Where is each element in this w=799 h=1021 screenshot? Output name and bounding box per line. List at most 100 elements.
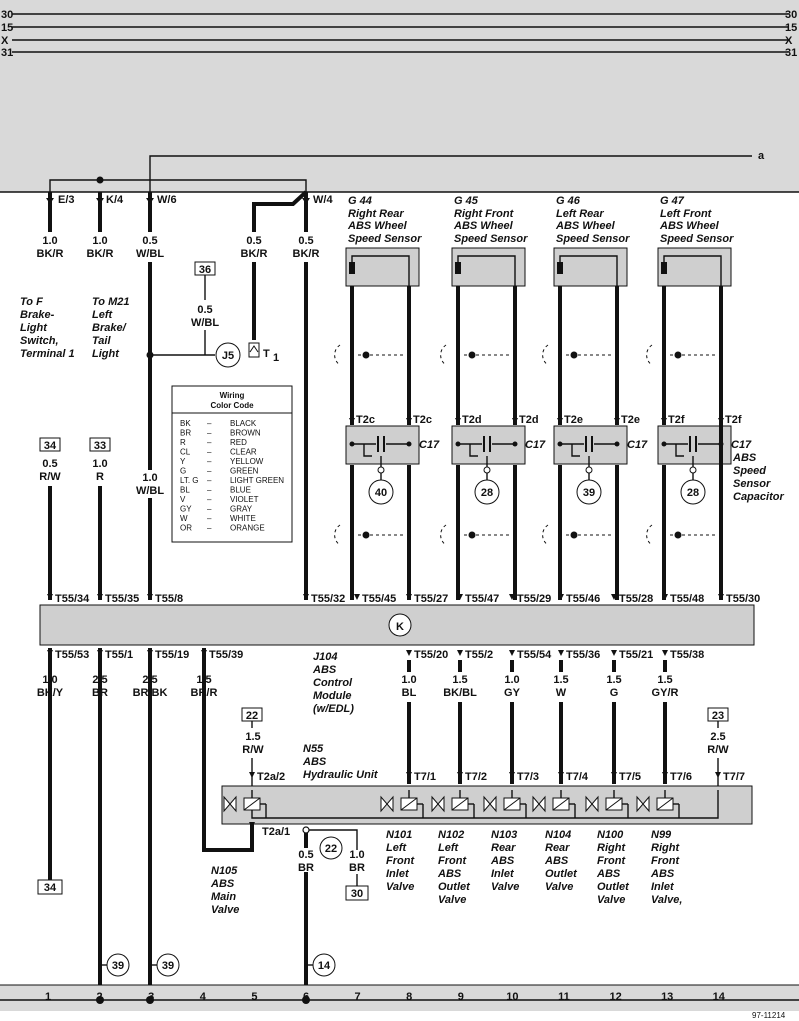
right-wire-color: GY <box>504 687 521 699</box>
legend-title2: Color Code <box>210 401 254 410</box>
cap-ground <box>363 444 372 457</box>
gw1-color: BR <box>298 862 314 874</box>
sensor-line1: Left Front <box>660 208 713 220</box>
pin-arrow <box>354 594 360 600</box>
cap-tap <box>585 466 593 474</box>
cap-tap <box>483 466 491 474</box>
module-bot-pin: T55/1 <box>105 649 133 661</box>
module-top-pin: T55/29 <box>517 593 551 605</box>
solenoid-diag <box>243 797 261 811</box>
valve-icon <box>483 795 497 813</box>
hyd-pin-arrow <box>715 772 721 778</box>
wire2-color: BK/R <box>87 248 114 260</box>
column-number: 8 <box>406 991 412 1003</box>
legend-dash: – <box>207 514 212 523</box>
hyd-top-pin: T2a/2 <box>257 771 285 783</box>
bl-w4-color: BR/R <box>191 687 218 699</box>
bl-w3-color: BR/BK <box>133 687 168 699</box>
ref-34-color: R/W <box>39 471 61 483</box>
valve-label: Right <box>597 842 626 854</box>
wire3-size: 0.5 <box>142 235 157 247</box>
shield-dot <box>674 351 682 359</box>
to-m21-2: Left <box>92 309 114 321</box>
mid-wire3-size: 1.0 <box>142 472 157 484</box>
cap-dot <box>406 441 412 447</box>
module-bot-pin: T55/39 <box>209 649 243 661</box>
shield-dot <box>362 351 370 359</box>
module-top-pin: T55/45 <box>362 593 396 605</box>
shield-arc <box>542 524 549 546</box>
legend-title1: Wiring <box>220 391 245 400</box>
legend-code: G <box>180 467 186 476</box>
sensor-loop <box>351 255 410 286</box>
valve-label: ABS <box>437 868 462 880</box>
column-number: 4 <box>200 991 207 1003</box>
valve-label: N103 <box>491 829 517 841</box>
legend-dash: – <box>207 505 212 514</box>
module-top-pin: T55/27 <box>414 593 448 605</box>
solenoid-diag <box>451 797 469 811</box>
color-code-legend <box>171 385 293 543</box>
module-bot-pin: T55/21 <box>619 649 653 661</box>
legend-name: CLEAR <box>230 448 257 457</box>
ref-36-size: 0.5 <box>197 304 212 316</box>
ref-22-size: 1.5 <box>245 731 260 743</box>
to-m21-3: Brake/ <box>92 322 128 334</box>
hyd-pin-arrow <box>509 772 515 778</box>
valve-icon <box>585 795 599 813</box>
shield-arc <box>334 344 341 366</box>
conn-arrow <box>406 418 412 424</box>
rail-left-30: 30 <box>1 9 13 21</box>
solenoid-diag <box>552 797 570 811</box>
valve-label: Valve <box>545 881 573 893</box>
sensor-box <box>345 247 420 287</box>
right-wire-color: G <box>610 687 619 699</box>
ref-33-num: 33 <box>94 440 106 452</box>
valve-icon <box>223 795 237 813</box>
rail-left-15: 15 <box>1 22 13 34</box>
arrow-w6 <box>146 198 154 204</box>
power-rails <box>0 13 799 193</box>
wire4-size: 0.5 <box>246 235 261 247</box>
module-bot-pin: T55/20 <box>414 649 448 661</box>
pin-arrow <box>457 594 463 600</box>
to-f-4: Switch, <box>20 335 59 347</box>
conn-label-b: T2d <box>519 414 539 426</box>
legend-dash: – <box>207 476 212 485</box>
ref-30: 30 <box>351 888 363 900</box>
gw1-size: 0.5 <box>298 849 313 861</box>
tap-a-label: a <box>758 150 765 162</box>
mid-wire3-color: W/BL <box>136 485 164 497</box>
legend-dash: – <box>207 467 212 476</box>
cap-gap <box>688 436 698 452</box>
legend-code: CL <box>180 448 191 457</box>
pin-arrow <box>147 594 153 600</box>
sensor-line3: Speed Sensor <box>348 233 422 245</box>
hyd-top-pin: T7/3 <box>517 771 539 783</box>
column-number: 12 <box>609 991 621 1003</box>
sensor-id: G 44 <box>348 195 372 207</box>
ref-box-34 <box>39 437 61 452</box>
pin-arrow <box>47 594 53 600</box>
legend-code: BK <box>180 419 191 428</box>
cap-dot <box>557 441 563 447</box>
top-band <box>0 0 799 192</box>
sensor-id: G 47 <box>660 195 685 207</box>
right-wire-color: BL <box>402 687 417 699</box>
capacitor-desc: Capacitor <box>733 491 784 503</box>
pin-arrow <box>611 650 617 656</box>
legend-name: VIOLET <box>230 495 259 504</box>
cap-gap <box>376 436 386 452</box>
column-number: 10 <box>506 991 518 1003</box>
valve-label: N102 <box>438 829 464 841</box>
ref-34-num: 34 <box>44 440 57 452</box>
arrow-e3 <box>46 198 54 204</box>
legend-code: BL <box>180 486 190 495</box>
bl-w1-color: BK/Y <box>37 687 64 699</box>
module-top-pin: T55/46 <box>566 593 600 605</box>
hyd-pin-arrow <box>558 772 564 778</box>
hyd-pin-arrow <box>611 772 617 778</box>
valve-label: Front <box>651 855 680 867</box>
